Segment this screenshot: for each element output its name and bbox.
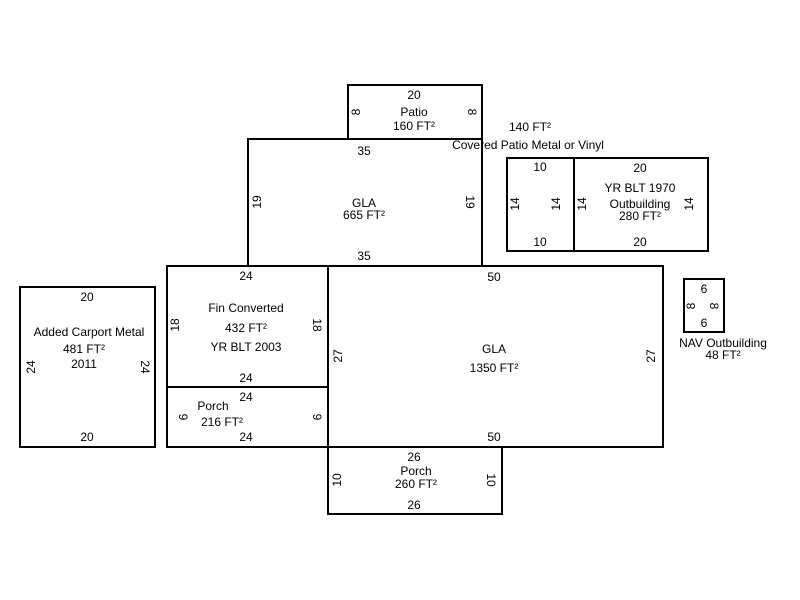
nav-outbuilding-area: 48 FT²: [705, 348, 740, 362]
carport-bottom-dim: 20: [80, 430, 94, 444]
porch-bottom-area: 260 FT²: [395, 477, 437, 491]
patio-section: 20 Patio 160 FT² 8 8: [347, 84, 483, 140]
nav-outbuilding-right-dim: 8: [707, 303, 721, 310]
carport-top-dim: 20: [80, 290, 94, 304]
outbuilding-left-dim: 14: [575, 197, 589, 211]
carport-label: Added Carport Metal: [34, 325, 145, 339]
gla-main-area: 1350 FT²: [470, 361, 519, 375]
nav-outbuilding-section: 6 8 8 6 NAV Outbuilding 48 FT²: [679, 278, 767, 362]
fin-converted-top-dim: 24: [239, 269, 253, 283]
fin-converted-section: 24 Fin Converted 432 FT² YR BLT 2003 18 …: [166, 265, 329, 388]
covered-patio-bottom-dim: 10: [533, 235, 547, 249]
gla-main-outline: [327, 265, 664, 448]
outbuilding-year: YR BLT 1970: [605, 181, 676, 195]
patio-left-dim: 8: [349, 108, 363, 115]
patio-top-dim: 20: [407, 88, 421, 102]
gla-main-label: GLA: [482, 342, 506, 356]
fin-converted-bottom-dim: 24: [239, 371, 253, 385]
gla-upper-area: 665 FT²: [343, 208, 385, 222]
nav-outbuilding-left-dim: 8: [684, 302, 698, 309]
outbuilding-section: 20 YR BLT 1970 Outbuilding 280 FT² 14 14…: [573, 157, 709, 252]
gla-upper-right-dim: 19: [463, 195, 477, 209]
gla-upper-top-dim: 35: [357, 144, 371, 158]
porch-bottom-label: Porch: [400, 464, 431, 478]
carport-right-dim: 24: [138, 360, 152, 374]
covered-patio-label: Covered Patio Metal or Vinyl: [452, 138, 604, 152]
gla-main-bottom-dim: 50: [487, 430, 501, 444]
nav-outbuilding-bottom-dim: 6: [701, 316, 708, 330]
carport-area: 481 FT²: [63, 342, 105, 356]
porch-bottom-right-dim: 10: [484, 473, 498, 487]
porch-left-label: Porch: [197, 399, 228, 413]
carport-year: 2011: [71, 357, 97, 371]
porch-left-area: 216 FT²: [201, 415, 243, 429]
gla-upper-left-dim: 19: [250, 195, 264, 209]
gla-upper-label: GLA: [352, 196, 376, 210]
porch-bottom-section: 26 Porch 260 FT² 10 10 26: [327, 446, 503, 515]
nav-outbuilding-label: NAV Outbuilding: [679, 336, 767, 350]
porch-bottom-outline: [327, 446, 503, 515]
porch-left-right-dim: 9: [310, 414, 324, 421]
porch-bottom-top-dim: 26: [407, 450, 421, 464]
outbuilding-label: Outbuilding: [610, 197, 671, 211]
gla-main-right-dim: 27: [644, 349, 658, 363]
gla-main-top-dim: 50: [487, 270, 501, 284]
fin-converted-area: 432 FT²: [225, 321, 267, 335]
carport-outline: [19, 286, 156, 448]
outbuilding-top-dim: 20: [633, 161, 647, 175]
porch-left-top-dim: 24: [239, 390, 253, 404]
patio-label: Patio: [400, 105, 428, 119]
fin-converted-year: YR BLT 2003: [211, 340, 282, 354]
porch-left-section: 24 Porch 216 FT² 9 9 24: [166, 386, 329, 448]
porch-left-left-dim: 9: [176, 414, 190, 421]
outbuilding-right-dim: 14: [682, 197, 696, 211]
carport-left-dim: 24: [24, 360, 38, 374]
fin-converted-left-dim: 18: [168, 318, 182, 332]
nav-outbuilding-top-dim: 6: [701, 282, 708, 296]
covered-patio-top-dim: 10: [533, 160, 547, 174]
carport-section: 20 Added Carport Metal 481 FT² 2011 24 2…: [19, 286, 156, 448]
gla-main-section: 50 GLA 1350 FT² 27 27 50: [327, 265, 664, 448]
covered-patio-area: 140 FT²: [509, 120, 551, 134]
porch-left-bottom-dim: 24: [239, 430, 253, 444]
gla-upper-bottom-dim: 35: [357, 249, 371, 263]
patio-right-dim: 8: [465, 109, 479, 116]
patio-area: 160 FT²: [393, 119, 435, 133]
outbuilding-outline: [573, 157, 709, 252]
porch-bottom-bottom-dim: 26: [407, 498, 421, 512]
covered-patio-left-dim: 14: [508, 197, 522, 211]
fin-converted-right-dim: 18: [310, 318, 324, 332]
porch-bottom-left-dim: 10: [330, 473, 344, 487]
covered-patio-right-dim: 14: [549, 197, 563, 211]
outbuilding-bottom-dim: 20: [633, 235, 647, 249]
fin-converted-label: Fin Converted: [208, 301, 283, 315]
nav-outbuilding-outline: [683, 278, 725, 333]
outbuilding-area: 280 FT²: [619, 209, 661, 223]
gla-upper-section: 35 GLA 665 FT² 19 19 35: [247, 138, 483, 267]
gla-main-left-dim: 27: [331, 349, 345, 363]
